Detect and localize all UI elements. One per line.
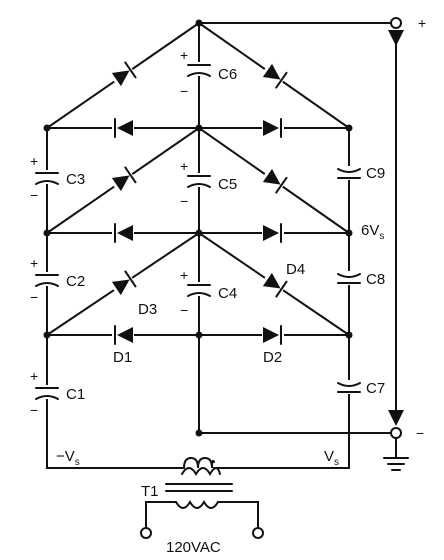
plus-c5: + (180, 158, 188, 174)
label-c7: C7 (366, 380, 385, 397)
minus-c3: − (30, 187, 38, 203)
minus-c1: − (30, 402, 38, 418)
label-d3: D3 (138, 301, 157, 318)
label-input-voltage: 120VAC (166, 539, 221, 556)
label-c6: C6 (218, 66, 237, 83)
plus-c2: + (30, 255, 38, 271)
minus-c4: − (180, 302, 188, 318)
label-c4: C4 (218, 285, 237, 302)
label-c2: C2 (66, 273, 85, 290)
plus-c6: + (180, 47, 188, 63)
junction-dots (43, 19, 353, 437)
minus-c2: − (30, 289, 38, 305)
polarity-marks: + − + − + − + − + − + − + − (30, 15, 426, 441)
minus-c6: − (180, 83, 188, 99)
label-c3: C3 (66, 171, 85, 188)
capacitor-symbols (32, 62, 364, 400)
output-terminal-negative (390, 427, 402, 439)
label-neg-vs: −Vs (56, 448, 80, 468)
label-6vs: 6Vs (361, 222, 384, 242)
component-labels: C6 C5 C4 C3 C2 C1 C9 C8 C7 D1 D2 D3 D4 (66, 66, 385, 403)
label-c9: C9 (366, 165, 385, 182)
plus-c4: + (180, 267, 188, 283)
label-d2: D2 (263, 349, 282, 366)
plus-c1: + (30, 368, 38, 384)
output-minus: − (416, 425, 424, 441)
voltage-labels: −Vs Vs 6Vs T1 120VAC (56, 222, 384, 556)
input-terminal-right (252, 527, 264, 539)
label-t1: T1 (141, 483, 159, 500)
label-vs: Vs (324, 448, 339, 468)
label-c1: C1 (66, 386, 85, 403)
output-plus: + (418, 15, 426, 31)
plus-c3: + (30, 153, 38, 169)
label-d1: D1 (113, 349, 132, 366)
output-terminal-positive (390, 17, 402, 29)
transformer-t1 (140, 456, 264, 539)
wiring (46, 22, 409, 471)
label-c8: C8 (366, 271, 385, 288)
label-c5: C5 (218, 176, 237, 193)
minus-c5: − (180, 193, 188, 209)
label-d4: D4 (286, 261, 305, 278)
diode-symbols (108, 60, 289, 345)
input-terminal-left (140, 527, 152, 539)
